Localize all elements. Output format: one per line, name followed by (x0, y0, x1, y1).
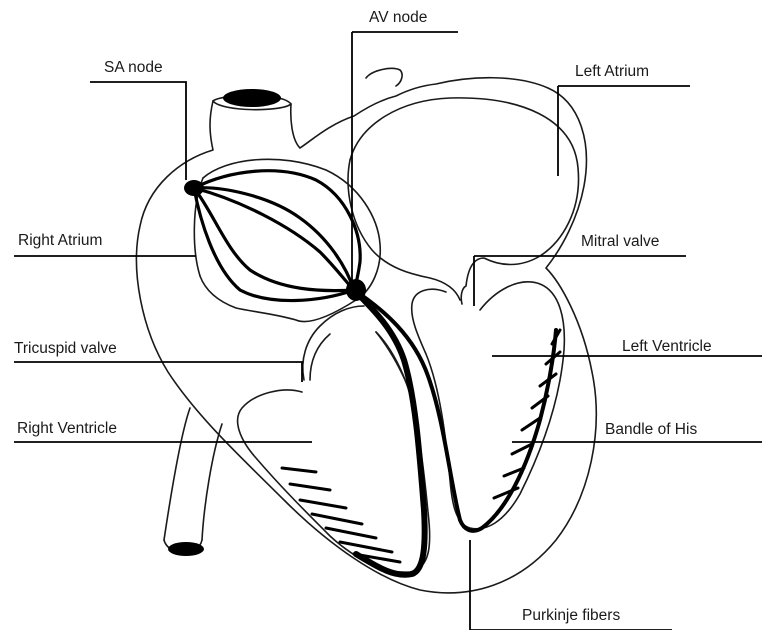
label-right-ventricle: Right Ventricle (17, 420, 117, 437)
sa-node-leader (90, 82, 186, 180)
label-mitral-valve: Mitral valve (581, 233, 659, 250)
label-sa-node: SA node (104, 59, 163, 76)
label-tricuspid-valve: Tricuspid valve (14, 340, 117, 357)
mitral-valve-leader (474, 256, 686, 306)
conduction-pathways (184, 171, 560, 575)
label-right-atrium: Right Atrium (18, 232, 102, 249)
av-node (346, 279, 366, 301)
labels: AV node SA node Left Atrium Right Atrium… (14, 9, 712, 624)
label-av-node: AV node (369, 9, 427, 26)
tricuspid-valve-leader (14, 362, 302, 382)
sa-node (184, 180, 204, 196)
heart-outline (136, 68, 596, 592)
label-left-ventricle: Left Ventricle (622, 338, 712, 355)
label-left-atrium: Left Atrium (575, 63, 649, 80)
label-purkinje-fibers: Purkinje fibers (522, 607, 620, 624)
label-bandle-of-his: Bandle of His (605, 421, 697, 438)
